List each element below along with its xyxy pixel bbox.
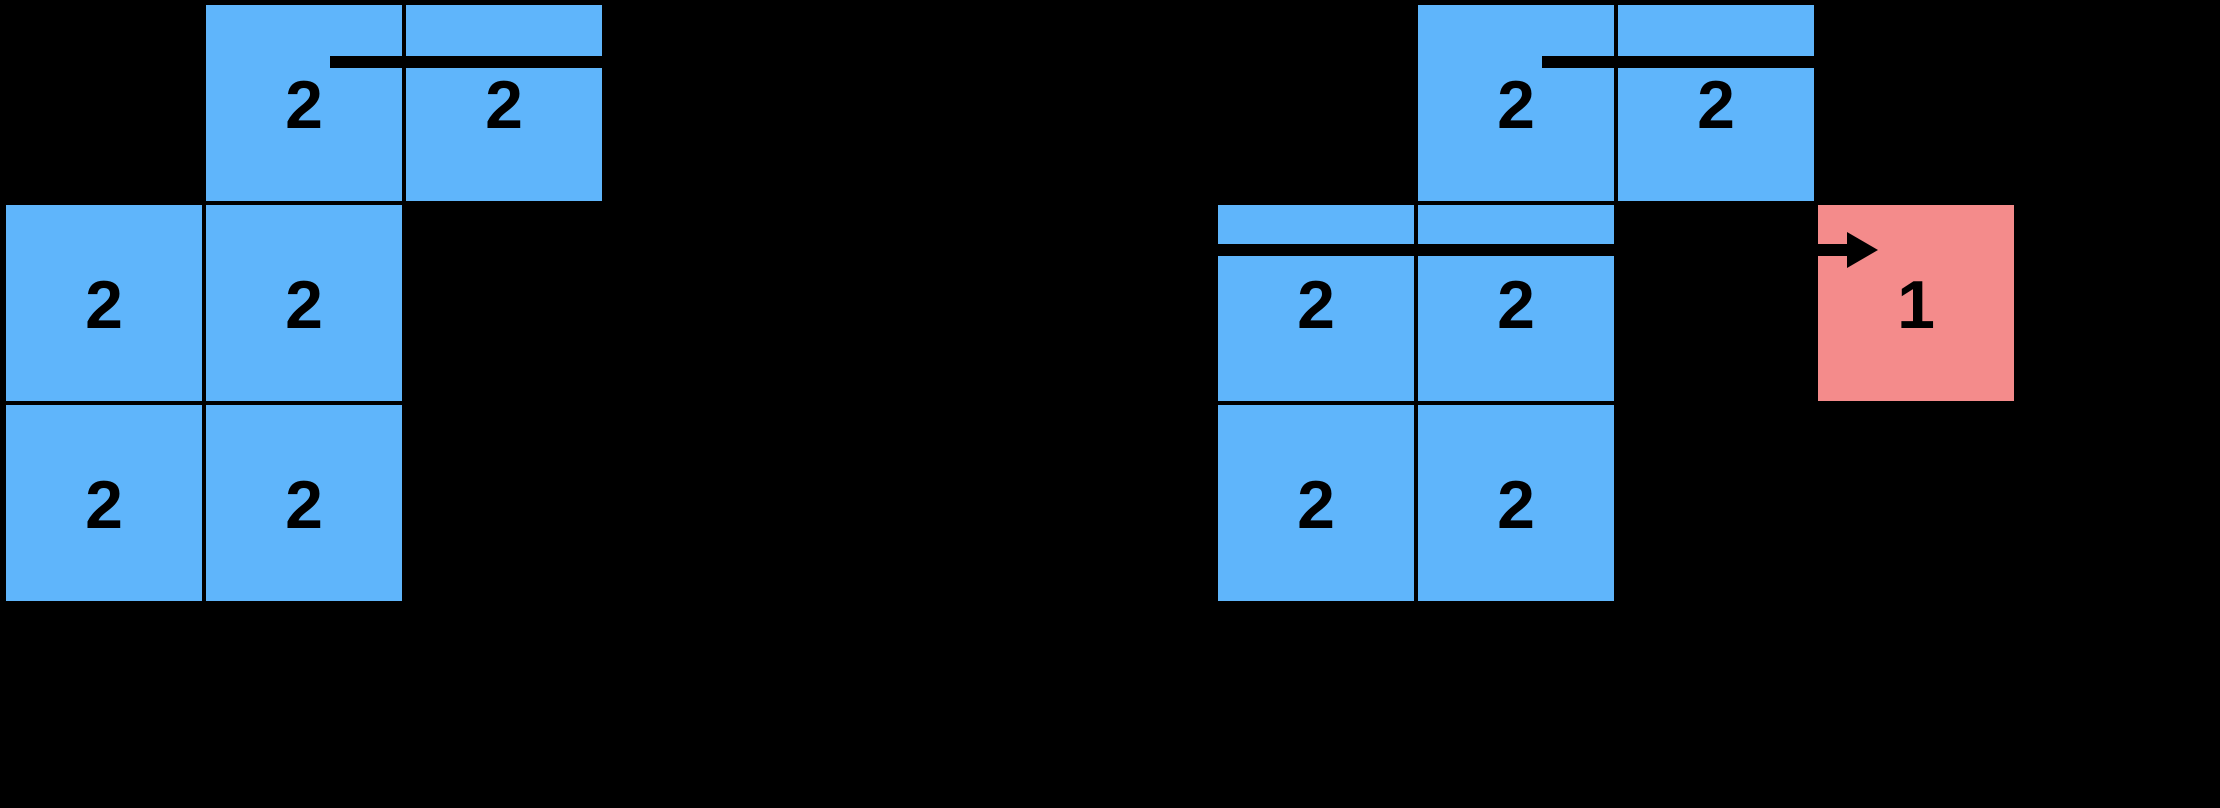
arrow-head <box>1847 232 1878 268</box>
tile-value: 2 <box>285 267 323 343</box>
tile-blue: 2 <box>204 3 404 203</box>
arrow-shaft <box>1796 244 1847 256</box>
tile-value: 2 <box>285 467 323 543</box>
tile-blue: 2 <box>204 203 404 403</box>
tile-blue: 2 <box>4 203 204 403</box>
merge-marker-line <box>1542 56 1816 68</box>
tile-value: 2 <box>1697 67 1735 143</box>
tile-value: 2 <box>1297 467 1335 543</box>
tile-value: 1 <box>1897 267 1935 343</box>
merge-marker-line <box>330 56 604 68</box>
tile-value: 2 <box>285 67 323 143</box>
tile-value: 2 <box>1297 267 1335 343</box>
tile-blue: 2 <box>1416 403 1616 603</box>
tile-value: 2 <box>1497 467 1535 543</box>
tile-value: 2 <box>85 467 123 543</box>
tile-red: 1 <box>1816 203 2016 403</box>
tile-blue: 2 <box>1216 203 1416 403</box>
tile-value: 2 <box>1497 67 1535 143</box>
merge-marker-line <box>1216 244 1616 256</box>
tile-blue: 2 <box>1616 3 1816 203</box>
tile-blue: 2 <box>1416 203 1616 403</box>
tile-blue: 2 <box>1416 3 1616 203</box>
tile-blue: 2 <box>404 3 604 203</box>
tile-blue: 2 <box>1216 403 1416 603</box>
tile-blue: 2 <box>204 403 404 603</box>
tile-value: 2 <box>485 67 523 143</box>
tile-value: 2 <box>1497 267 1535 343</box>
tile-value: 2 <box>85 267 123 343</box>
tile-blue: 2 <box>4 403 204 603</box>
